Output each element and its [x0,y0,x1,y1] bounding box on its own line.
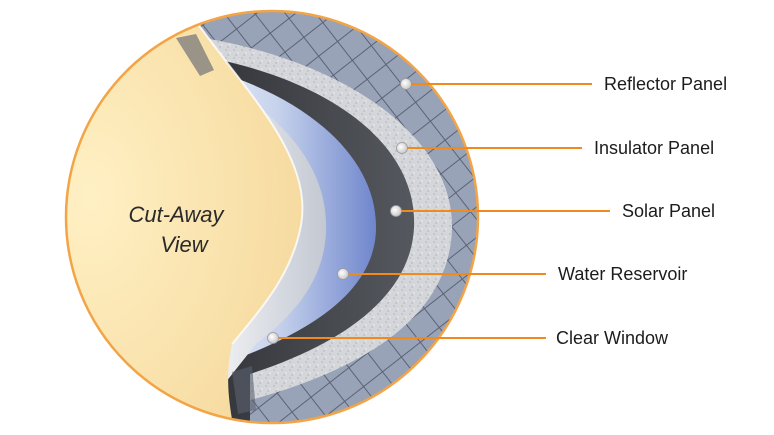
center-label-line1: Cut-Away [129,202,226,227]
bottom-cut-edge [232,366,256,414]
callout-dot [400,78,412,90]
callout-window: Clear Window [267,328,669,348]
callout-label: Clear Window [556,328,669,348]
callout-insulator: Insulator Panel [396,138,714,158]
callout-label: Solar Panel [622,201,715,221]
center-label-line2: View [160,232,209,257]
callout-dot [267,332,279,344]
callout-dot [390,205,402,217]
callout-dot [396,142,408,154]
callout-label: Insulator Panel [594,138,714,158]
top-cut-edge [176,34,214,76]
callout-reflector: Reflector Panel [400,74,727,94]
disc-outline [64,9,480,425]
callout-solar: Solar Panel [390,201,715,221]
callout-label: Reflector Panel [604,74,727,94]
callout-dot [337,268,349,280]
cutaway-disc [66,11,478,423]
callout-water: Water Reservoir [337,264,687,284]
callout-label: Water Reservoir [558,264,687,284]
